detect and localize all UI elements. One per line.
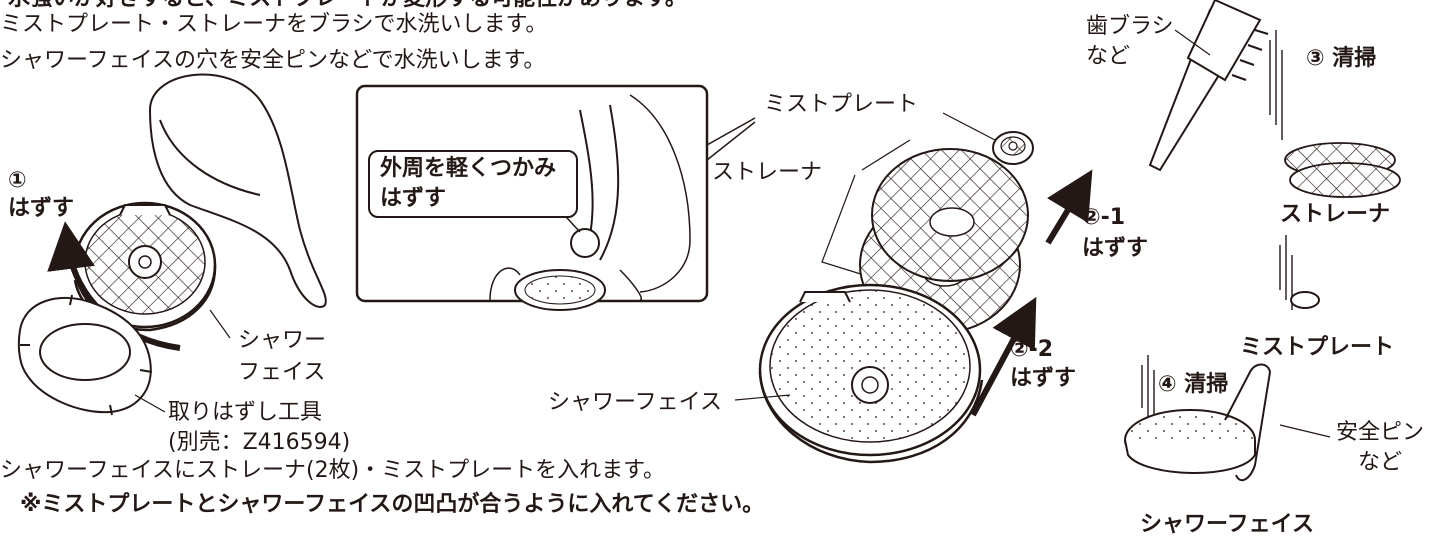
- water-streams: [1141, 30, 1293, 420]
- step-line-1: ミストプレート・ストレーナをブラシで水洗いします。: [0, 12, 548, 37]
- step2-2-number: ②-2: [1010, 337, 1054, 362]
- shower-face-label-center: シャワーフェイス: [548, 390, 723, 415]
- brush-label-l2: など: [1086, 44, 1131, 69]
- step3-label: ③ 清掃: [1306, 46, 1377, 71]
- brush-label-l1: 歯ブラシ: [1086, 14, 1174, 39]
- strainer-pair-small: [1284, 142, 1401, 198]
- tool-label-l1: 取りはずし工具: [168, 400, 323, 425]
- step1-number: ①: [8, 168, 27, 193]
- strainer-caption: ストレーナ: [1280, 202, 1391, 227]
- step-line-0: 水強いが好きすると、ミストプレートが変形する可能性があります。: [8, 0, 687, 11]
- mist-plate-small: [1290, 291, 1320, 309]
- arrow-2-1: [1045, 169, 1093, 245]
- step-line-2: シャワーフェイスの穴を安全ピンなどで水洗いします。: [0, 48, 546, 73]
- mist-plate-disc: [992, 131, 1034, 165]
- toothbrush: [1148, 0, 1269, 172]
- pin-label-l2: など: [1358, 450, 1403, 475]
- strainer-label: ストレーナ: [712, 160, 823, 185]
- shower-face-label-l1: シャワー: [238, 328, 327, 353]
- tool-label-l2: (別売：Z416594): [168, 430, 351, 455]
- removal-tool: [17, 294, 153, 416]
- step-line-4: ※ミストプレートとシャワーフェイスの凹凸が合うように入れてください。: [20, 492, 765, 517]
- step4-label: ④ 清掃: [1158, 372, 1229, 397]
- callout-line-1: 外周を軽くつかみ: [380, 156, 557, 181]
- shower-face-caption: シャワーフェイス: [1140, 512, 1315, 537]
- shower-face-ring: [73, 201, 217, 332]
- callout-line-2: はずす: [380, 186, 447, 211]
- step-line-3: シャワーフェイスにストレーナ(2枚)・ミストプレートを入れます。: [0, 458, 665, 483]
- mist-plate-label: ミストプレート: [764, 92, 919, 117]
- shower-face-small: [1124, 409, 1256, 474]
- inset-callout: 外周を軽くつかみ はずす: [368, 150, 578, 218]
- step2-2-label: はずす: [1010, 366, 1077, 391]
- shower-head-body: [148, 73, 327, 308]
- safety-pin: [1224, 363, 1272, 482]
- pin-label-l1: 安全ピン: [1336, 420, 1425, 445]
- step2-1-label: はずす: [1082, 236, 1149, 261]
- step2-1-number: ②-1: [1082, 205, 1126, 230]
- shower-face-large: [758, 283, 984, 464]
- step1-label: はずす: [8, 196, 75, 221]
- shower-face-label-l2: フェイス: [238, 360, 326, 385]
- arrow-2-2: [970, 296, 1037, 417]
- mist-plate-caption: ミストプレート: [1240, 335, 1395, 360]
